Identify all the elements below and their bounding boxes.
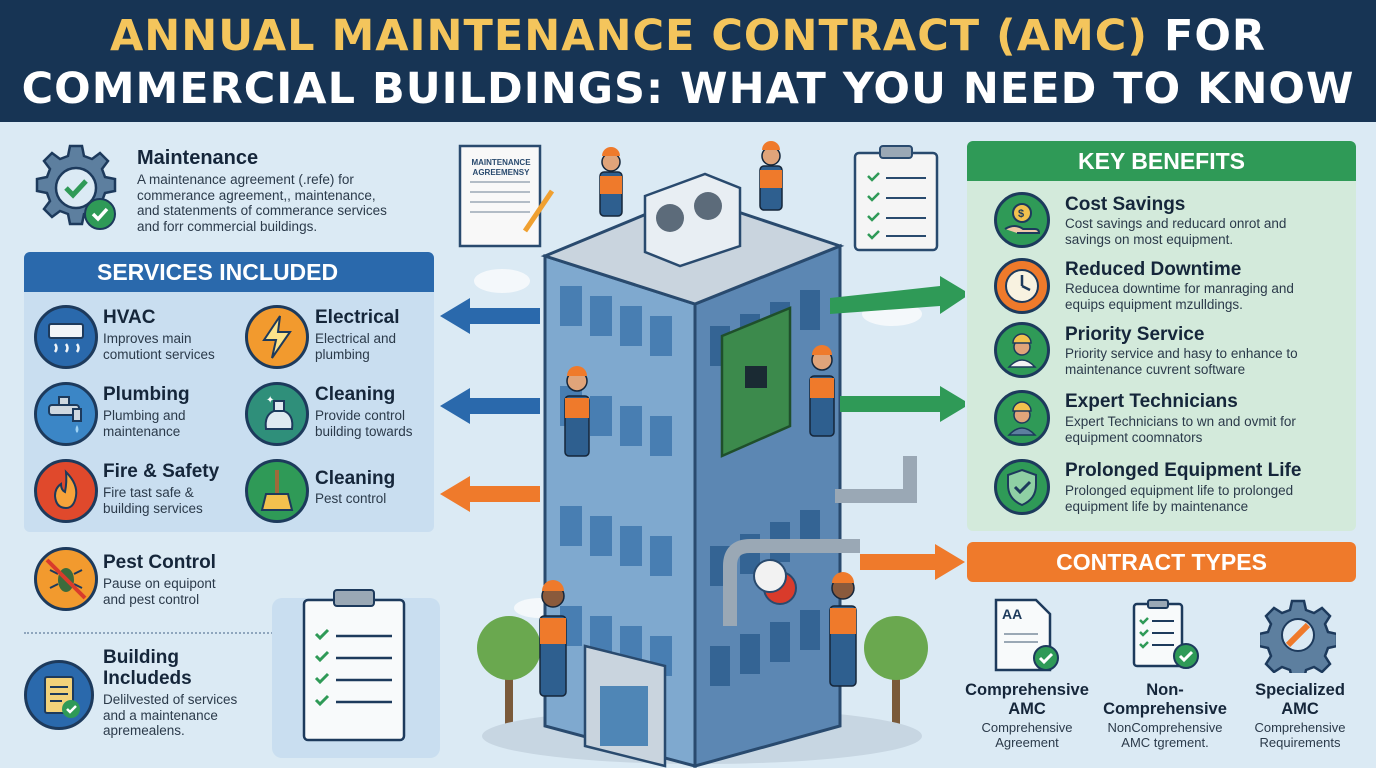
service-title-cleaning: Cleaning bbox=[315, 384, 396, 405]
money-hand-icon: $ bbox=[994, 192, 1050, 248]
benefit-title-reduced-downtime: Reduced Downtime bbox=[1065, 259, 1242, 280]
technician-icon bbox=[994, 390, 1050, 446]
service-title-electrical: Electrical bbox=[315, 307, 400, 328]
clipboard-check-icon bbox=[24, 660, 94, 730]
agreement-doc-label: MAINTENANCE AGREEMENSY bbox=[471, 158, 531, 177]
benefit-title-cost-savings: Cost Savings bbox=[1065, 194, 1186, 215]
benefits-header: KEY BENEFITS bbox=[967, 141, 1356, 181]
gear-check-icon bbox=[35, 144, 117, 230]
svg-text:✦: ✦ bbox=[266, 395, 274, 406]
fire-icon bbox=[34, 459, 98, 523]
benefit-title-expert-technicians: Expert Technicians bbox=[1065, 391, 1238, 412]
lightning-icon bbox=[245, 305, 309, 369]
service-title-fire-safety: Fire & Safety bbox=[103, 461, 220, 482]
service-desc-cleaning-2: Pest control bbox=[315, 491, 387, 506]
service-title-cleaning-2: Cleaning bbox=[315, 468, 396, 489]
contracts-header: CONTRACT TYPES bbox=[967, 542, 1356, 582]
benefit-title-priority-service: Priority Service bbox=[1065, 324, 1205, 345]
document-check-icon bbox=[994, 598, 1059, 672]
contract-title-non-comprehensive: Non-Comprehensive bbox=[1103, 681, 1227, 718]
worker-icon bbox=[994, 322, 1050, 378]
cleaning-bottle-icon: ✦ bbox=[245, 382, 309, 446]
document-label: AA bbox=[1002, 606, 1023, 622]
intro-description: A maintenance agreement (.refe) for comm… bbox=[137, 172, 387, 234]
services-header: SERVICES INCLUDED bbox=[24, 252, 434, 292]
page-header: ANNUAL MAINTENANCE CONTRACT (AMC) FOR CO… bbox=[0, 0, 1376, 122]
pest-control-title: Pest Control bbox=[103, 552, 216, 573]
service-desc-fire-safety: Fire tast safe &building services bbox=[103, 485, 203, 516]
intro-title: Maintenance bbox=[137, 147, 259, 169]
checklist-clipboard-icon bbox=[272, 589, 440, 758]
hvac-icon bbox=[34, 305, 98, 369]
shield-check-icon bbox=[994, 459, 1050, 515]
building-illustration bbox=[440, 141, 965, 768]
service-title-plumbing: Plumbing bbox=[103, 384, 190, 405]
page-title-line-2: COMMERCIAL BUILDINGS: WHAT YOU NEED TO K… bbox=[21, 64, 1355, 114]
page-title-line-1: ANNUAL MAINTENANCE CONTRACT (AMC) FOR bbox=[109, 11, 1267, 61]
clock-icon bbox=[994, 258, 1050, 314]
benefit-title-prolonged-life: Prolonged Equipment Life bbox=[1065, 460, 1302, 481]
faucet-icon bbox=[34, 382, 98, 446]
gear-wrench-icon bbox=[1260, 599, 1336, 673]
checklist-doc-icon bbox=[1132, 599, 1199, 669]
divider bbox=[24, 632, 428, 634]
broom-icon bbox=[245, 459, 309, 523]
svg-text:$: $ bbox=[1018, 208, 1024, 220]
service-title-hvac: HVAC bbox=[103, 307, 156, 328]
bug-no-icon bbox=[34, 547, 98, 611]
